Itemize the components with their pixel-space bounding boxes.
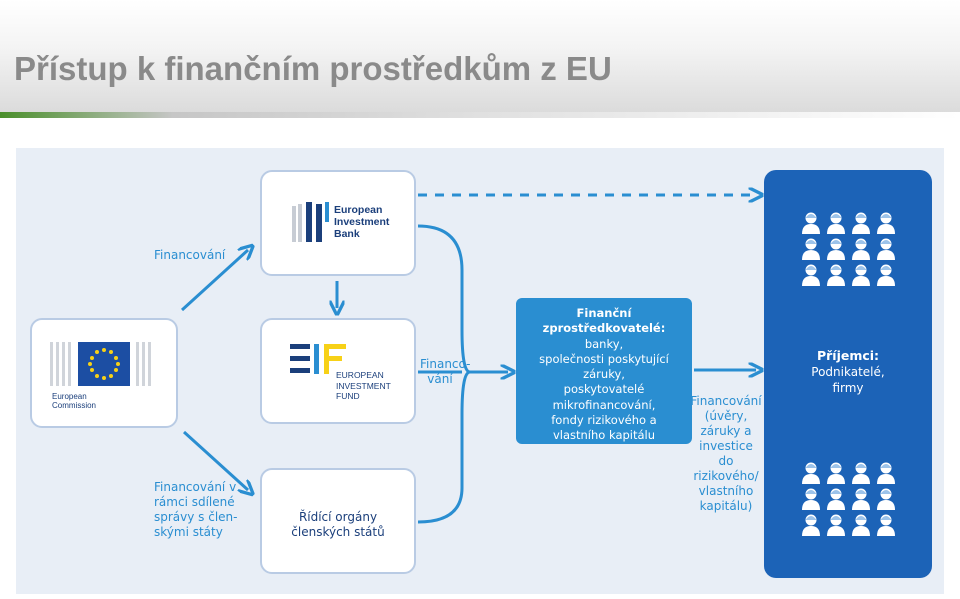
header-stripe (0, 112, 960, 118)
person-icon (852, 264, 870, 286)
eib-logo-icon (292, 202, 329, 242)
label-shared-3: správy s člen- (154, 510, 238, 524)
ec-line-1: European (52, 392, 87, 401)
intermediaries-line-4: poskytovatelé (563, 382, 645, 397)
label-mid-1: Financo- (420, 357, 471, 371)
person-icon (877, 514, 895, 536)
person-icon (852, 514, 870, 536)
person-icon (827, 514, 845, 536)
label-financing-top: Financování (154, 248, 226, 262)
national-line-1: Řídící orgány (298, 510, 378, 524)
person-icon (877, 238, 895, 260)
eib-line-3: Bank (334, 228, 360, 240)
person-icon (827, 462, 845, 484)
people-group-icon (802, 462, 895, 536)
label-right-5: rizikového/ (693, 469, 759, 483)
header-band: Přístup k finančním prostředkům z EU (0, 0, 960, 118)
intermediaries-line-2: společnosti poskytující (539, 351, 669, 366)
national-text: Řídící orgány členských států (262, 510, 414, 540)
label-right-3: záruky a (700, 424, 752, 438)
eu-flag-icon (50, 342, 151, 386)
label-shared-4: skými státy (154, 525, 223, 539)
person-icon (877, 462, 895, 484)
eib-line-2: Investment (334, 216, 390, 228)
person-icon (877, 212, 895, 234)
recipients-line-2: firmy (832, 381, 864, 395)
label-financing-mid: Financo- vání (420, 357, 471, 387)
person-icon (877, 488, 895, 510)
recipients-head: Příjemci: (816, 348, 880, 363)
person-icon (827, 212, 845, 234)
page-title: Přístup k finančním prostředkům z EU (14, 50, 612, 87)
edge-ec-national (182, 430, 248, 490)
eib-box: European Investment Bank (260, 170, 416, 276)
person-icon (802, 488, 820, 510)
person-icon (802, 212, 820, 234)
label-mid-2: vání (427, 372, 453, 386)
edge-ec-eib (180, 250, 248, 312)
eib-logo-text: European Investment Bank (334, 204, 389, 240)
person-icon (802, 264, 820, 286)
person-icon (827, 488, 845, 510)
label-shared-1: Financování v (154, 480, 237, 494)
eif-line-1: EUROPEAN (336, 370, 384, 380)
label-financing-right: Financování (úvěry, záruky a investice d… (690, 394, 762, 514)
person-icon (802, 462, 820, 484)
recipients-text: Příjemci: Podnikatelé, firmy (764, 348, 932, 396)
eif-logo-icon (290, 344, 346, 374)
person-icon (827, 238, 845, 260)
person-icon (802, 238, 820, 260)
person-icon (852, 488, 870, 510)
intermediaries-line-5: mikrofinancování, (552, 397, 656, 412)
eif-line-3: FUND (336, 391, 360, 401)
people-group-icon (802, 212, 895, 286)
intermediaries-line-6: fondy rizikového a (551, 413, 657, 428)
eib-line-1: European (334, 204, 383, 216)
person-icon (877, 264, 895, 286)
label-shared-2: rámci sdílené (154, 495, 235, 509)
intermediaries-line-7: vlastního kapitálu (552, 428, 656, 443)
intermediaries-line-1: banky, (584, 336, 624, 351)
label-right-1: Financování (690, 394, 762, 408)
intermediaries-box: Finanční zprostředkovatelé: banky, spole… (516, 298, 692, 444)
recipients-box: Příjemci: Podnikatelé, firmy (764, 170, 932, 578)
ec-line-2: Commission (52, 401, 97, 410)
person-icon (852, 212, 870, 234)
national-line-2: členských států (291, 525, 385, 539)
label-right-2: (úvěry, (704, 409, 748, 423)
eif-line-2: INVESTMENT (336, 380, 391, 391)
label-right-7: kapitálu) (699, 499, 753, 513)
national-box: Řídící orgány členských států (260, 468, 416, 574)
label-financing-shared: Financování v rámci sdílené správy s čle… (154, 480, 238, 540)
recipients-line-1: Podnikatelé, (811, 365, 885, 379)
person-icon (852, 238, 870, 260)
label-right-4: investice do (699, 439, 753, 468)
eif-box: EUROPEAN INVESTMENT FUND (260, 318, 416, 424)
eif-logo-text: EUROPEAN INVESTMENT FUND (336, 370, 391, 402)
intermediaries-head: Finanční zprostředkovatelé: (542, 306, 666, 336)
intermediaries-line-3: záruky, (583, 367, 625, 382)
person-icon (827, 264, 845, 286)
person-icon (852, 462, 870, 484)
ec-box: European Commission (30, 318, 178, 428)
person-icon (802, 514, 820, 536)
ec-logo-text: European Commission (52, 392, 96, 410)
label-right-6: vlastního (698, 484, 754, 498)
